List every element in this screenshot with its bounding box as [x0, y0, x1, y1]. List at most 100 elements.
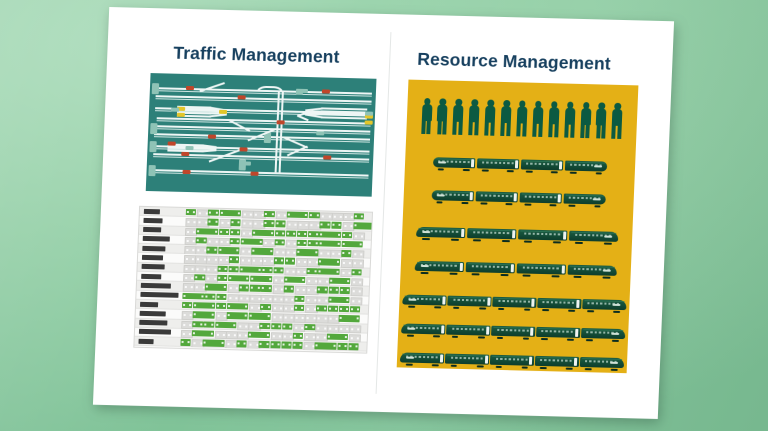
train-unit[interactable]: [415, 226, 619, 245]
schedule-cell-free[interactable]: [224, 349, 238, 354]
schedule-cell-occupied[interactable]: [207, 218, 219, 226]
schedule-cell-occupied[interactable]: [215, 302, 227, 310]
schedule-cell-occupied[interactable]: [281, 341, 292, 349]
schedule-cell-occupied[interactable]: [260, 303, 271, 311]
schedule-cell-occupied[interactable]: [328, 277, 351, 285]
schedule-cell-occupied[interactable]: [185, 209, 197, 216]
schedule-cell-occupied[interactable]: [340, 250, 352, 257]
schedule-cell-occupied[interactable]: [182, 292, 205, 300]
schedule-cell-occupied[interactable]: [180, 339, 192, 346]
schedule-cell-occupied[interactable]: [273, 257, 285, 265]
schedule-cell-occupied[interactable]: [304, 323, 315, 331]
schedule-cell-occupied[interactable]: [349, 306, 361, 313]
schedule-cell-occupied[interactable]: [273, 267, 284, 274]
schedule-cell-occupied[interactable]: [208, 209, 219, 217]
train-schedule-grid[interactable]: [133, 205, 374, 354]
schedule-cell-free[interactable]: [269, 350, 283, 354]
schedule-cell-occupied[interactable]: [293, 304, 305, 312]
schedule-cell-occupied[interactable]: [230, 219, 241, 227]
schedule-cell-occupied[interactable]: [326, 333, 349, 341]
schedule-cell-occupied[interactable]: [338, 315, 361, 323]
railway-signalling-track-diagram[interactable]: [145, 73, 377, 197]
schedule-cell-occupied[interactable]: [283, 276, 306, 284]
schedule-cell-occupied[interactable]: [294, 295, 305, 303]
schedule-cell-occupied[interactable]: [264, 210, 275, 218]
schedule-cell-occupied[interactable]: [314, 351, 326, 354]
schedule-cell-occupied[interactable]: [252, 229, 275, 237]
schedule-cell-occupied[interactable]: [192, 320, 204, 328]
train-unit[interactable]: [400, 351, 624, 371]
train-unit[interactable]: [431, 189, 607, 208]
schedule-cell-occupied[interactable]: [261, 285, 272, 292]
schedule-cell-occupied[interactable]: [337, 343, 348, 350]
schedule-cell-occupied[interactable]: [196, 227, 219, 235]
schedule-cell-occupied[interactable]: [347, 352, 370, 354]
schedule-cell-occupied[interactable]: [236, 349, 258, 354]
schedule-cell-occupied[interactable]: [274, 239, 285, 246]
train-unit[interactable]: [401, 323, 625, 342]
schedule-cell-occupied[interactable]: [204, 293, 216, 300]
schedule-cell-occupied[interactable]: [261, 266, 273, 274]
schedule-cell-occupied[interactable]: [307, 239, 319, 247]
schedule-cell-occupied[interactable]: [284, 258, 296, 265]
schedule-cell-occupied[interactable]: [203, 321, 215, 328]
schedule-cell-occupied[interactable]: [215, 293, 227, 301]
schedule-cell-occupied[interactable]: [250, 275, 273, 283]
schedule-cell-occupied[interactable]: [240, 238, 263, 246]
schedule-cell-occupied[interactable]: [327, 296, 350, 304]
schedule-cell-occupied[interactable]: [303, 351, 314, 354]
schedule-cell-occupied[interactable]: [259, 322, 271, 330]
schedule-cell-occupied[interactable]: [226, 303, 249, 310]
schedule-cell-occupied[interactable]: [281, 323, 293, 330]
schedule-cell-occupied[interactable]: [308, 212, 320, 219]
schedule-cell-occupied[interactable]: [317, 286, 328, 294]
schedule-cell-occupied[interactable]: [216, 274, 228, 282]
schedule-cell-occupied[interactable]: [306, 267, 318, 275]
schedule-cell-occupied[interactable]: [218, 228, 230, 236]
schedule-cell-occupied[interactable]: [348, 343, 360, 350]
schedule-cell-occupied[interactable]: [353, 222, 374, 230]
schedule-cell-occupied[interactable]: [353, 213, 365, 220]
schedule-cell-occupied[interactable]: [270, 322, 282, 330]
schedule-cell-occupied[interactable]: [296, 230, 308, 238]
schedule-cell-occupied[interactable]: [319, 221, 331, 229]
train-unit[interactable]: [432, 156, 608, 175]
schedule-cell-occupied[interactable]: [318, 240, 341, 248]
schedule-cell-occupied[interactable]: [351, 268, 363, 276]
schedule-cell-occupied[interactable]: [229, 238, 241, 245]
schedule-cell-occupied[interactable]: [286, 211, 309, 219]
schedule-cell-occupied[interactable]: [263, 220, 275, 227]
train-unit[interactable]: [414, 260, 618, 279]
schedule-cell-occupied[interactable]: [191, 330, 214, 337]
schedule-cell-occupied[interactable]: [248, 312, 271, 320]
schedule-cell-occupied[interactable]: [269, 341, 281, 348]
schedule-cell-occupied[interactable]: [316, 305, 327, 312]
schedule-cell-free[interactable]: [258, 350, 272, 354]
schedule-cell-occupied[interactable]: [285, 230, 297, 237]
schedule-cell-occupied[interactable]: [226, 312, 249, 320]
schedule-cell-occupied[interactable]: [194, 274, 205, 281]
schedule-cell-occupied[interactable]: [236, 340, 248, 348]
schedule-cell-occupied[interactable]: [191, 348, 202, 354]
schedule-cell-occupied[interactable]: [202, 348, 225, 354]
schedule-cell-occupied[interactable]: [308, 230, 319, 238]
schedule-cell-occupied[interactable]: [318, 258, 341, 266]
schedule-cell-occupied[interactable]: [341, 240, 364, 248]
schedule-cell-occupied[interactable]: [181, 301, 193, 309]
schedule-cell-occupied[interactable]: [227, 275, 250, 283]
schedule-cell-occupied[interactable]: [219, 209, 242, 217]
schedule-cell-occupied[interactable]: [296, 248, 319, 256]
schedule-cell-occupied[interactable]: [228, 256, 240, 264]
schedule-cell-occupied[interactable]: [280, 350, 292, 354]
schedule-cell-occupied[interactable]: [217, 247, 240, 254]
schedule-cell-occupied[interactable]: [247, 331, 270, 339]
schedule-cell-occupied[interactable]: [274, 220, 286, 228]
schedule-cell-occupied[interactable]: [249, 285, 261, 292]
schedule-cell-occupied[interactable]: [214, 321, 237, 329]
schedule-cell-occupied[interactable]: [314, 342, 337, 350]
schedule-cell-occupied[interactable]: [292, 351, 303, 354]
schedule-cell-occupied[interactable]: [330, 221, 342, 229]
schedule-cell-occupied[interactable]: [319, 230, 342, 238]
schedule-cell-occupied[interactable]: [238, 284, 250, 292]
schedule-cell-occupied[interactable]: [296, 239, 308, 247]
